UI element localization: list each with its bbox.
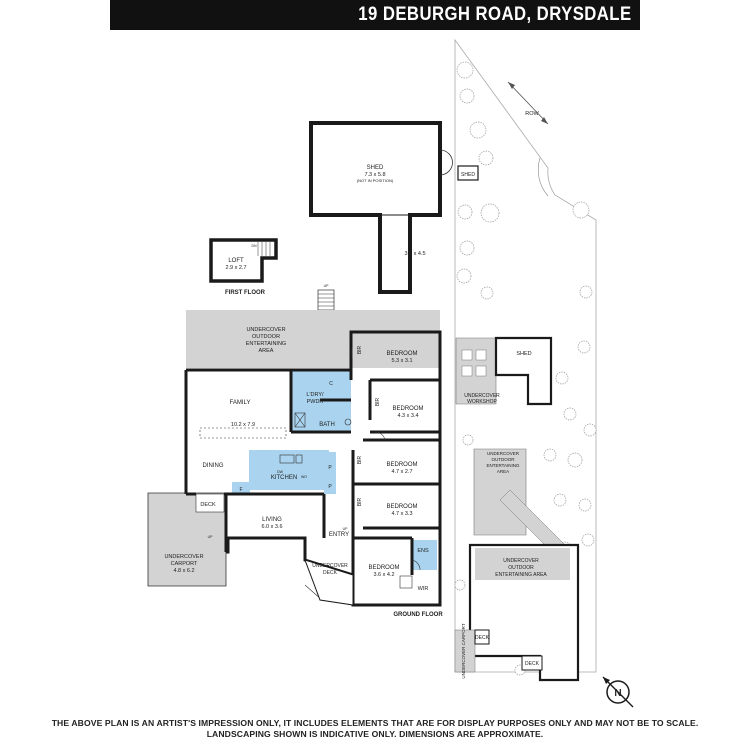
carport-label-2: CARPORT xyxy=(171,561,198,567)
stairs-top: UP xyxy=(317,284,335,311)
ensuite-area xyxy=(412,540,437,570)
bedroom-2-bir: BIR xyxy=(375,397,381,406)
carport-dim: 4.8 x 6.2 xyxy=(173,568,194,574)
site-carport-label: UNDERCOVER CARPORT xyxy=(461,623,466,678)
laundry-label-1: L'DRY/ xyxy=(306,392,324,398)
disclaimer-line-1: THE ABOVE PLAN IS AN ARTIST'S IMPRESSION… xyxy=(51,718,699,728)
undercover-outdoor-area xyxy=(186,310,440,368)
bedroom-4-bir: BIR xyxy=(357,497,363,506)
kitchen-fridge-area xyxy=(232,482,250,494)
entry-label: ENTRY xyxy=(329,532,349,538)
laundry-label-2: PWDR xyxy=(307,399,324,405)
kitchen-p1: P xyxy=(328,465,332,471)
pantry-area xyxy=(324,452,336,494)
deck-area xyxy=(195,493,225,513)
outdoor-area-label-4: AREA xyxy=(259,348,274,354)
site-shed-label: SHED xyxy=(516,351,531,357)
laundry-c: C xyxy=(329,381,333,387)
bedroom-3-label: BEDROOM xyxy=(386,462,417,468)
dining-label: DINING xyxy=(203,463,224,469)
ensuite-label: ENS xyxy=(417,548,429,554)
bedroom-4-label: BEDROOM xyxy=(386,504,417,510)
first-floor-label: FIRST FLOOR xyxy=(225,290,266,296)
workshop-label-2: WORKSHOP xyxy=(467,399,497,405)
entry-up: UP xyxy=(343,527,349,531)
site-outdoor-2-label-1: UNDERCOVER xyxy=(503,558,539,564)
site-small-shed xyxy=(457,165,479,181)
bedroom-2-label: BEDROOM xyxy=(392,406,423,412)
kitchen-f: F xyxy=(239,487,242,493)
deck-label: DECK xyxy=(200,502,216,508)
bedroom-2-dim: 4.3 x 3.4 xyxy=(397,413,418,419)
kitchen-label: KITCHEN xyxy=(271,475,297,481)
kitchen-p2: P xyxy=(328,484,332,490)
workshop-label-1: UNDERCOVER xyxy=(464,393,500,399)
bedroom-3-bir: BIR xyxy=(357,455,363,464)
row-arrow: ROW xyxy=(507,81,549,125)
north-label: N xyxy=(614,688,621,699)
first-floor-shed: SHED 7.3 x 5.8 (NOT IN POSITION) 3.5 x 4… xyxy=(309,121,453,294)
site-outdoor-1-label-3: ENTERTAINING xyxy=(486,463,520,468)
stairs-up-label: UP xyxy=(324,284,330,288)
living-label: LIVING xyxy=(262,517,282,523)
carport-area xyxy=(147,492,227,587)
bath-label: BATH xyxy=(319,422,335,428)
site-outdoor-2-label-3: ENTERTAINING AREA xyxy=(495,572,547,578)
kitchen-wo: WO xyxy=(301,475,307,479)
row-label: ROW xyxy=(525,111,539,117)
site-outdoor-2-label-2: OUTDOOR xyxy=(508,565,534,571)
site-small-shed-label: SHED xyxy=(461,172,475,178)
shed-dim: 7.3 x 5.8 xyxy=(364,172,385,178)
bedroom-1-dim: 5.3 x 3.1 xyxy=(391,358,412,364)
kitchen-area xyxy=(249,450,329,490)
bedroom-3-dim: 4.7 x 2.7 xyxy=(391,469,412,475)
outdoor-area-label-2: OUTDOOR xyxy=(252,334,280,340)
site-outdoor-1-label-4: AREA xyxy=(497,469,509,474)
site-outdoor-1-label-1: UNDERCOVER xyxy=(487,451,520,456)
site-outdoor-1-label-2: OUTDOOR xyxy=(492,457,516,462)
carport-label-1: UNDERCOVER xyxy=(164,554,203,560)
living-dim: 6.0 x 3.6 xyxy=(261,524,282,530)
undercover-deck-label-2: DECK xyxy=(323,570,338,576)
loft-label: LOFT xyxy=(228,258,244,264)
bedroom-1-bir: BIR xyxy=(357,345,363,354)
bedroom-1-label: BEDROOM xyxy=(386,351,417,357)
ground-floor-label: GROUND FLOOR xyxy=(393,612,443,618)
outdoor-area-label-1: UNDERCOVER xyxy=(246,327,285,333)
family-dim: 10.2 x 7.9 xyxy=(231,422,255,428)
site-deck-2-label: DECK xyxy=(525,661,540,667)
site-deck-1-label: DECK xyxy=(475,635,490,641)
shed-note: (NOT IN POSITION) xyxy=(357,178,394,183)
outdoor-area-label-3: ENTERTAINING xyxy=(246,341,286,347)
property-address: 19 DEBURGH ROAD, DRYSDALE xyxy=(358,4,632,25)
bedroom-4-dim: 4.7 x 3.3 xyxy=(391,511,412,517)
shed-annex-dim: 3.5 x 4.5 xyxy=(404,251,425,257)
title-bar: 19 DEBURGH ROAD, DRYSDALE xyxy=(110,0,640,30)
loft-dn: DN xyxy=(251,244,257,248)
bedroom-5-dim: 3.6 x 4.2 xyxy=(373,572,394,578)
kitchen-dw: DW xyxy=(277,470,284,474)
family-label: FAMILY xyxy=(230,400,251,406)
loft-dim: 2.9 x 2.7 xyxy=(225,265,246,271)
undercover-deck-label-1: UNDERCOVER xyxy=(312,563,348,569)
north-arrow-icon: N xyxy=(602,676,634,708)
shed-label: SHED xyxy=(367,165,384,171)
bedroom-5-label: BEDROOM xyxy=(368,565,399,571)
undercover-deck xyxy=(304,559,354,606)
loft: DN LOFT 2.9 x 2.7 xyxy=(209,238,278,283)
wir-label: WIR xyxy=(418,586,429,592)
carport-up: UP xyxy=(208,535,214,539)
disclaimer-line-2: LANDSCAPING SHOWN IS INDICATIVE ONLY. DI… xyxy=(206,729,544,739)
site-buildings xyxy=(454,336,580,682)
